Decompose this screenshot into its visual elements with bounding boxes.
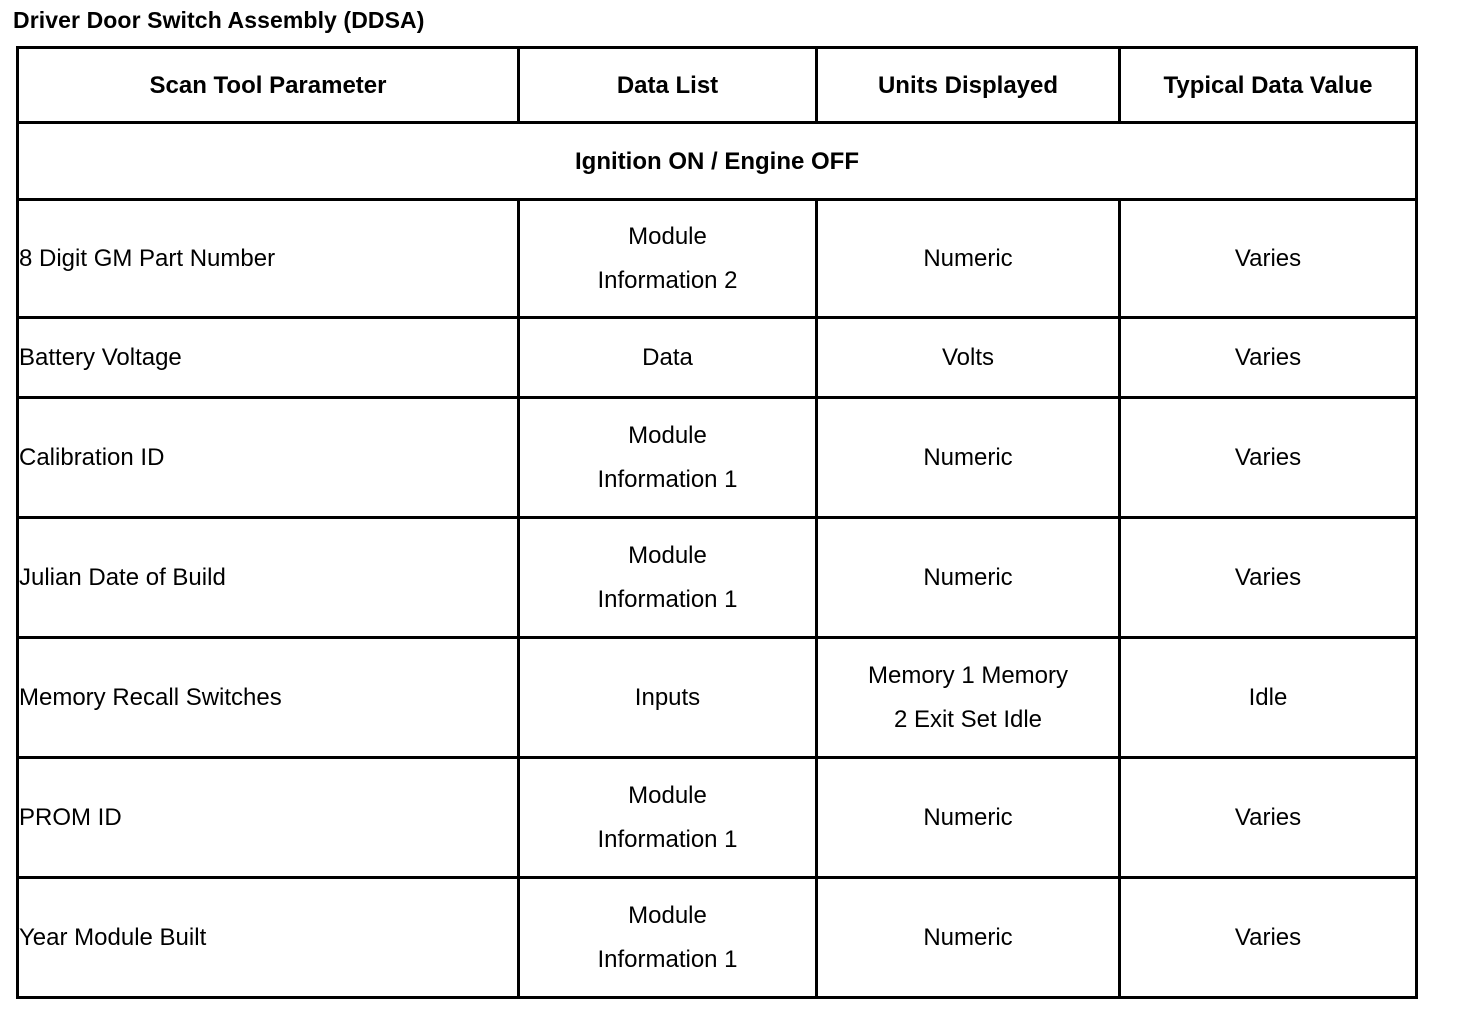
cell-parameter: Memory Recall Switches <box>16 636 520 759</box>
cell-data-list-line2: Information 1 <box>597 945 738 973</box>
cell-parameter: Julian Date of Build <box>16 516 520 639</box>
cell-units-displayed: Volts <box>815 316 1121 399</box>
cell-units-line2: 2 Exit Set Idle <box>893 705 1043 733</box>
cell-data-list-line2: Information 1 <box>597 465 738 493</box>
cell-units-displayed: Numeric <box>815 516 1121 639</box>
scan-tool-data-table: Scan Tool Parameter Data List Units Disp… <box>16 46 1418 999</box>
table-row: Memory Recall Switches Inputs Memory 1 M… <box>16 636 1418 759</box>
table-row: Julian Date of Build Module Information … <box>16 516 1418 639</box>
cell-typical-data-value: Varies <box>1118 396 1418 519</box>
cell-typical-data-value: Varies <box>1118 198 1418 319</box>
table-row: Calibration ID Module Information 1 Nume… <box>16 396 1418 519</box>
cell-parameter: Year Module Built <box>16 876 520 999</box>
cell-typical-data-value: Varies <box>1118 516 1418 639</box>
page-title: Driver Door Switch Assembly (DDSA) <box>13 7 425 33</box>
column-header-units-displayed: Units Displayed <box>815 46 1121 124</box>
cell-typical-data-value: Varies <box>1118 756 1418 879</box>
cell-data-list-line2: Information 1 <box>597 825 738 853</box>
table-row: Year Module Built Module Information 1 N… <box>16 876 1418 999</box>
cell-data-list-line2: Information 1 <box>597 585 738 613</box>
cell-data-list: Inputs <box>517 636 818 759</box>
cell-units-line1: Memory 1 Memory <box>867 661 1069 689</box>
cell-data-list: Module Information 1 <box>517 756 818 879</box>
cell-data-list: Module Information 1 <box>517 396 818 519</box>
scan-tool-data-table-wrapper: Scan Tool Parameter Data List Units Disp… <box>16 46 1418 999</box>
column-header-scan-tool-parameter: Scan Tool Parameter <box>16 46 520 124</box>
cell-units-displayed: Numeric <box>815 756 1121 879</box>
cell-data-list: Module Information 1 <box>517 876 818 999</box>
cell-data-list: Data <box>517 316 818 399</box>
table-row: 8 Digit GM Part Number Module Informatio… <box>16 198 1418 319</box>
section-header-row: Ignition ON / Engine OFF <box>16 121 1418 201</box>
column-header-data-list: Data List <box>517 46 818 124</box>
cell-units-displayed: Memory 1 Memory 2 Exit Set Idle <box>815 636 1121 759</box>
cell-data-list-line1: Module <box>628 901 707 929</box>
cell-parameter: PROM ID <box>16 756 520 879</box>
table-row: Battery Voltage Data Volts Varies <box>16 316 1418 399</box>
cell-parameter: 8 Digit GM Part Number <box>16 198 520 319</box>
cell-typical-data-value: Idle <box>1118 636 1418 759</box>
section-header-label: Ignition ON / Engine OFF <box>575 147 859 175</box>
cell-units-displayed: Numeric <box>815 876 1121 999</box>
cell-data-list: Module Information 2 <box>517 198 818 319</box>
cell-data-list-line1: Module <box>628 421 707 449</box>
table-header-row: Scan Tool Parameter Data List Units Disp… <box>16 46 1418 124</box>
cell-units-displayed: Numeric <box>815 198 1121 319</box>
cell-parameter: Calibration ID <box>16 396 520 519</box>
cell-data-list-line2: Information 2 <box>597 266 738 294</box>
cell-data-list-line1: Module <box>628 222 707 250</box>
table-row: PROM ID Module Information 1 Numeric Var… <box>16 756 1418 879</box>
cell-units-displayed: Numeric <box>815 396 1121 519</box>
cell-parameter: Battery Voltage <box>16 316 520 399</box>
cell-typical-data-value: Varies <box>1118 876 1418 999</box>
column-header-typical-data-value: Typical Data Value <box>1118 46 1418 124</box>
cell-data-list: Module Information 1 <box>517 516 818 639</box>
cell-data-list-line1: Module <box>628 781 707 809</box>
cell-data-list-line1: Module <box>628 541 707 569</box>
cell-typical-data-value: Varies <box>1118 316 1418 399</box>
section-header-ignition-on-engine-off: Ignition ON / Engine OFF <box>16 121 1418 201</box>
